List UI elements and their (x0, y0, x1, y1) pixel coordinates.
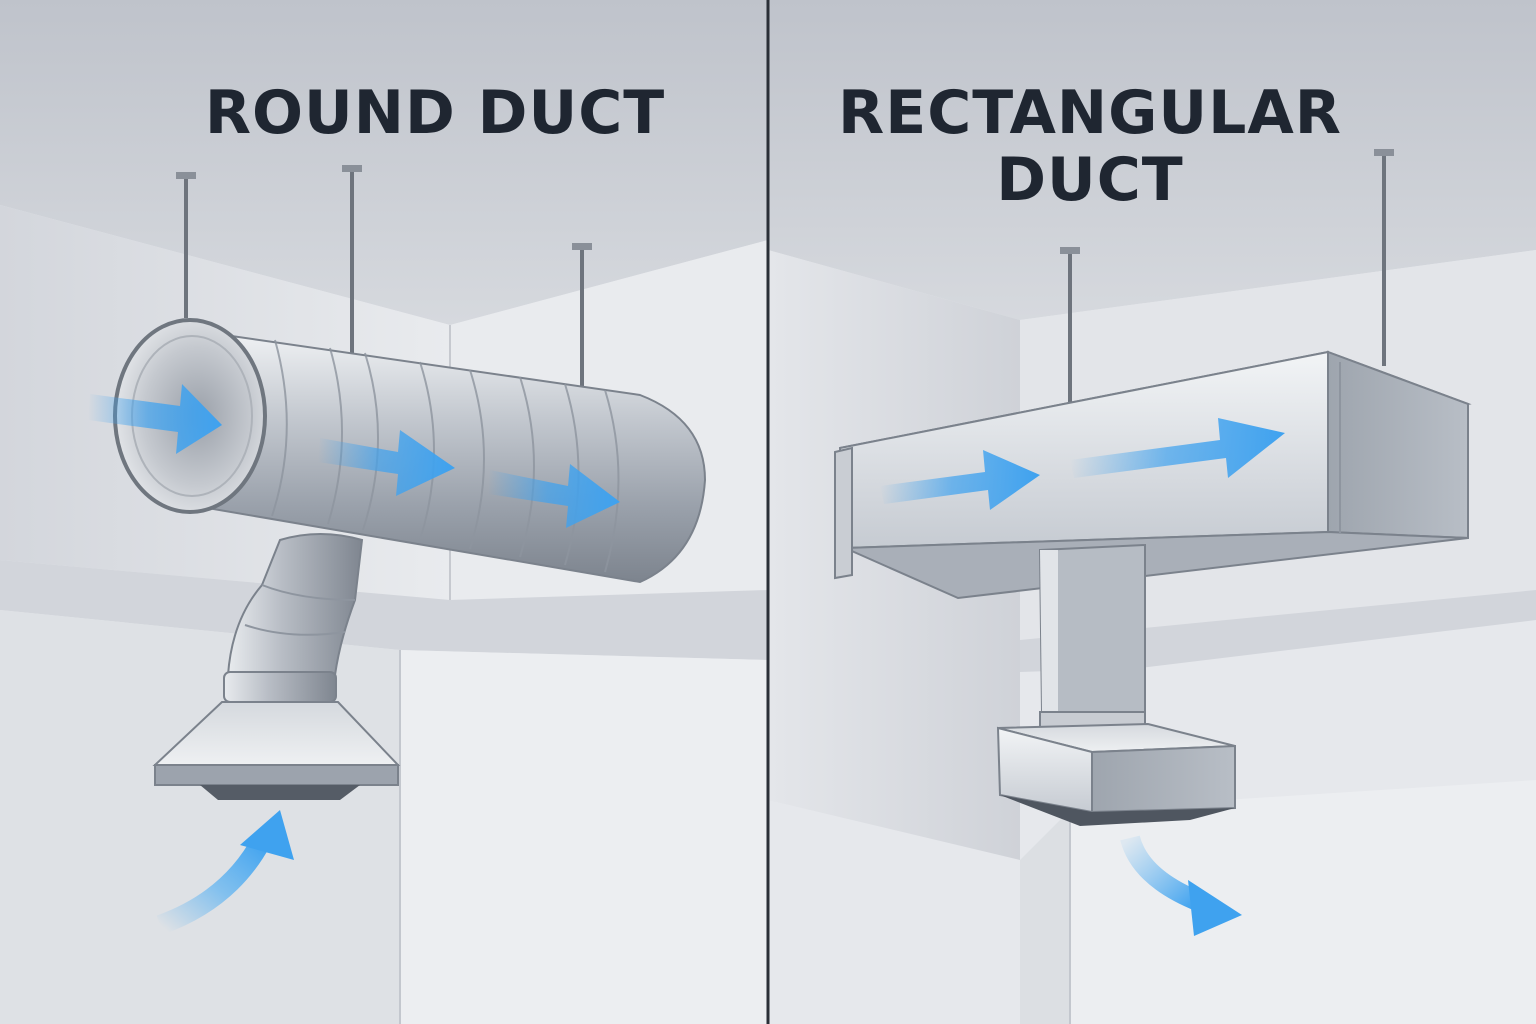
exhaust-grille-icon (1000, 795, 1235, 826)
rectangular-duct (834, 350, 1472, 600)
rectangular-duct-title-line1: RECTANGULAR (838, 78, 1342, 148)
ceiling-hanger-rod-icon (1060, 149, 1394, 404)
right-soffit (1020, 590, 1536, 672)
left-soffit (0, 560, 768, 660)
airflow-arrow-icon (88, 384, 620, 935)
rectangular-duct-drop (996, 543, 1236, 826)
left-lower-side-wall (400, 650, 768, 1024)
rectangular-duct-title: RECTANGULAR DUCT (800, 78, 1380, 216)
round-duct-title: ROUND DUCT (204, 78, 666, 148)
right-ceiling (768, 0, 1536, 320)
rectangular-duct-title-line2: DUCT (996, 145, 1184, 216)
airflow-arrow-icon (880, 418, 1285, 936)
left-lower-wall (0, 610, 400, 1024)
exhaust-grille-icon (200, 785, 360, 800)
right-lower-wall (1070, 780, 1536, 1024)
round-duct-elbow (152, 533, 401, 800)
